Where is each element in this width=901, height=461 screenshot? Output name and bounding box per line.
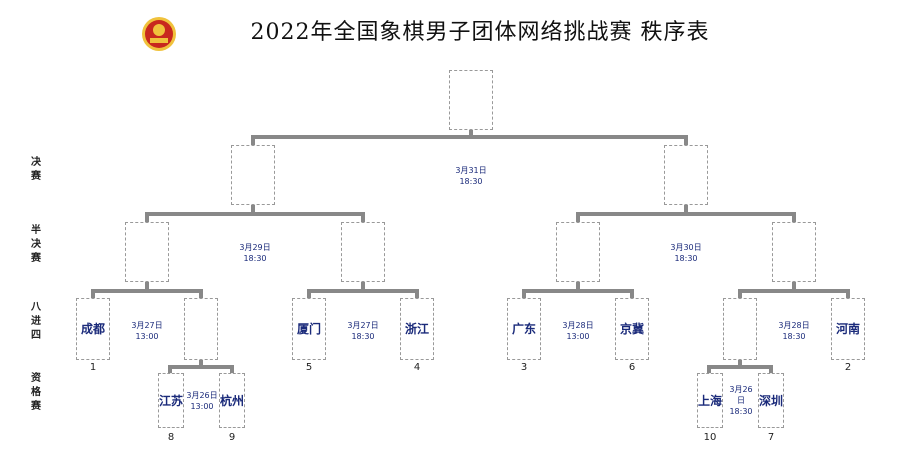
team-hangzhou: 杭州 xyxy=(219,373,245,428)
semifinal-slot-3 xyxy=(556,222,600,282)
seed-jiangsu: 8 xyxy=(167,432,175,443)
seed-henan: 2 xyxy=(844,362,852,373)
seed-chengdu: 1 xyxy=(89,362,97,373)
team-jingji: 京冀 xyxy=(615,298,649,360)
round-label-semifinal: 半决赛 xyxy=(31,225,41,264)
quarterfinal-slot-qualifier-right xyxy=(723,298,757,360)
team-jiangsu: 江苏 xyxy=(158,373,184,428)
semifinal-slot-1 xyxy=(125,222,169,282)
final-slot-left xyxy=(231,145,275,205)
emblem-logo-icon xyxy=(141,16,177,52)
seed-xiamen: 5 xyxy=(305,362,313,373)
seed-shanghai: 10 xyxy=(703,432,717,443)
team-shenzhen: 深圳 xyxy=(758,373,784,428)
seed-zhejiang: 4 xyxy=(413,362,421,373)
team-chengdu: 成都 xyxy=(76,298,110,360)
quarterfinal-slot-qualifier-left xyxy=(184,298,218,360)
round-label-quarterfinal: 八进四 xyxy=(31,302,41,341)
semifinal-slot-2 xyxy=(341,222,385,282)
team-zhejiang: 浙江 xyxy=(400,298,434,360)
team-shanghai: 上海 xyxy=(697,373,723,428)
seed-hangzhou: 9 xyxy=(228,432,236,443)
seed-guangdong: 3 xyxy=(520,362,528,373)
page-title: 2022年全国象棋男子团体网络挑战赛 秩序表 xyxy=(250,20,710,45)
team-xiamen: 厦门 xyxy=(292,298,326,360)
semifinal-slot-4 xyxy=(772,222,816,282)
final-slot-right xyxy=(664,145,708,205)
round-label-final: 决赛 xyxy=(31,157,41,182)
team-guangdong: 广东 xyxy=(507,298,541,360)
seed-jingji: 6 xyxy=(628,362,636,373)
seed-shenzhen: 7 xyxy=(767,432,775,443)
team-henan: 河南 xyxy=(831,298,865,360)
champion-box xyxy=(449,70,493,130)
round-label-qualifier: 资格赛 xyxy=(31,373,41,412)
